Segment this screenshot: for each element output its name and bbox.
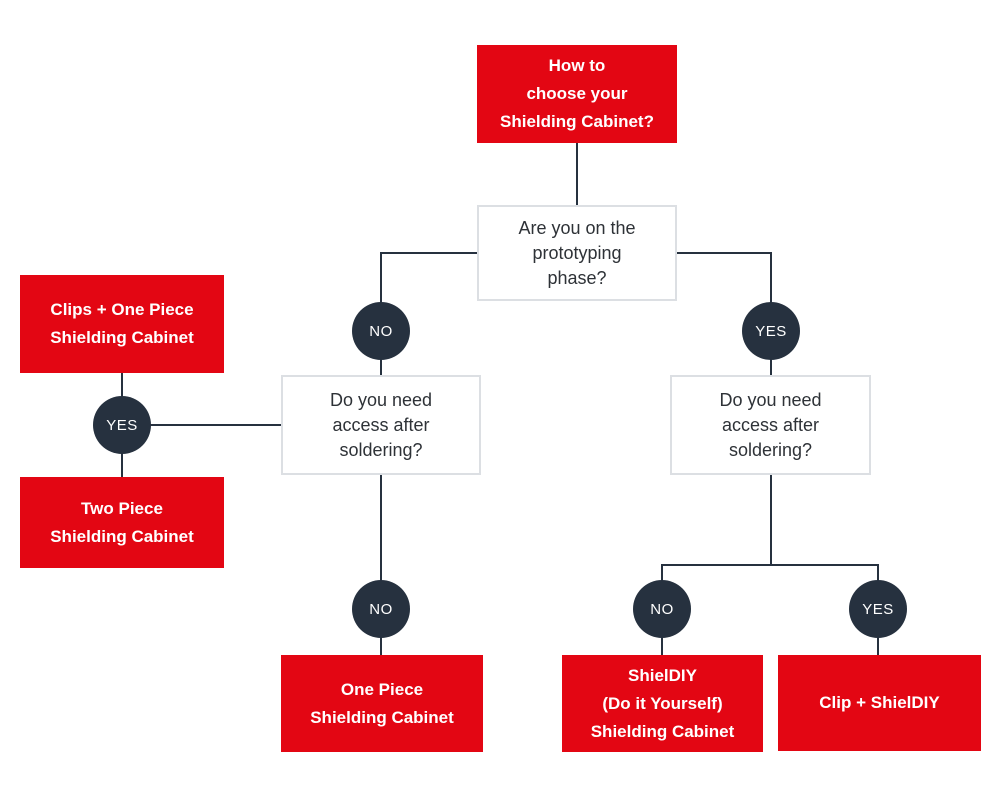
node-result-clip-shieldiy: Clip + ShielDIY [778, 655, 981, 751]
node-result-two-piece: Two Piece Shielding Cabinet [20, 477, 224, 568]
node-result-one-piece-label: One Piece Shielding Cabinet [310, 679, 454, 727]
node-root-title: How to choose your Shielding Cabinet? [477, 45, 677, 143]
decision-circle-yes-right: YES [742, 302, 800, 360]
node-result-clips-one-piece: Clips + One Piece Shielding Cabinet [20, 275, 224, 373]
connector-prototyping-right [677, 252, 771, 254]
decision-no-bottom-right-label: NO [650, 600, 674, 618]
decision-no-mid-label: NO [369, 600, 393, 618]
connector-prototyping-left [380, 252, 477, 254]
connector-access-left-no-down [380, 475, 382, 655]
node-question-prototyping: Are you on the prototyping phase? [477, 205, 677, 301]
node-result-shieldiy-label: ShielDIY (Do it Yourself) Shielding Cabi… [590, 665, 735, 741]
node-question-access-right-label: Do you need access after soldering? [719, 389, 822, 460]
node-root-label: How to choose your Shielding Cabinet? [500, 56, 654, 131]
node-result-one-piece: One Piece Shielding Cabinet [281, 655, 483, 752]
connector-access-left-yes [122, 424, 281, 426]
decision-yes-left-label: YES [106, 416, 138, 434]
decision-circle-no-left: NO [352, 302, 410, 360]
node-result-clips-one-piece-label: Clips + One Piece Shielding Cabinet [50, 300, 194, 347]
node-result-two-piece-label: Two Piece Shielding Cabinet [50, 498, 194, 546]
decision-yes-bottom-right-label: YES [862, 600, 894, 618]
decision-circle-no-bottom-right: NO [633, 580, 691, 638]
connector-root-to-prototyping [576, 143, 578, 205]
connector-bottom-split [661, 564, 879, 566]
decision-yes-right-label: YES [755, 322, 787, 340]
decision-circle-yes-left: YES [93, 396, 151, 454]
node-question-access-left-label: Do you need access after soldering? [329, 389, 433, 460]
connector-access-right-down [770, 475, 772, 566]
node-question-access-right: Do you need access after soldering? [670, 375, 871, 475]
decision-circle-yes-bottom-right: YES [849, 580, 907, 638]
decision-circle-no-mid: NO [352, 580, 410, 638]
node-result-shieldiy: ShielDIY (Do it Yourself) Shielding Cabi… [562, 655, 763, 752]
node-question-access-left: Do you need access after soldering? [281, 375, 481, 475]
node-question-prototyping-label: Are you on the prototyping phase? [518, 217, 636, 288]
node-result-clip-shieldiy-label: Clip + ShielDIY [819, 693, 940, 712]
decision-no-left-label: NO [369, 322, 393, 340]
